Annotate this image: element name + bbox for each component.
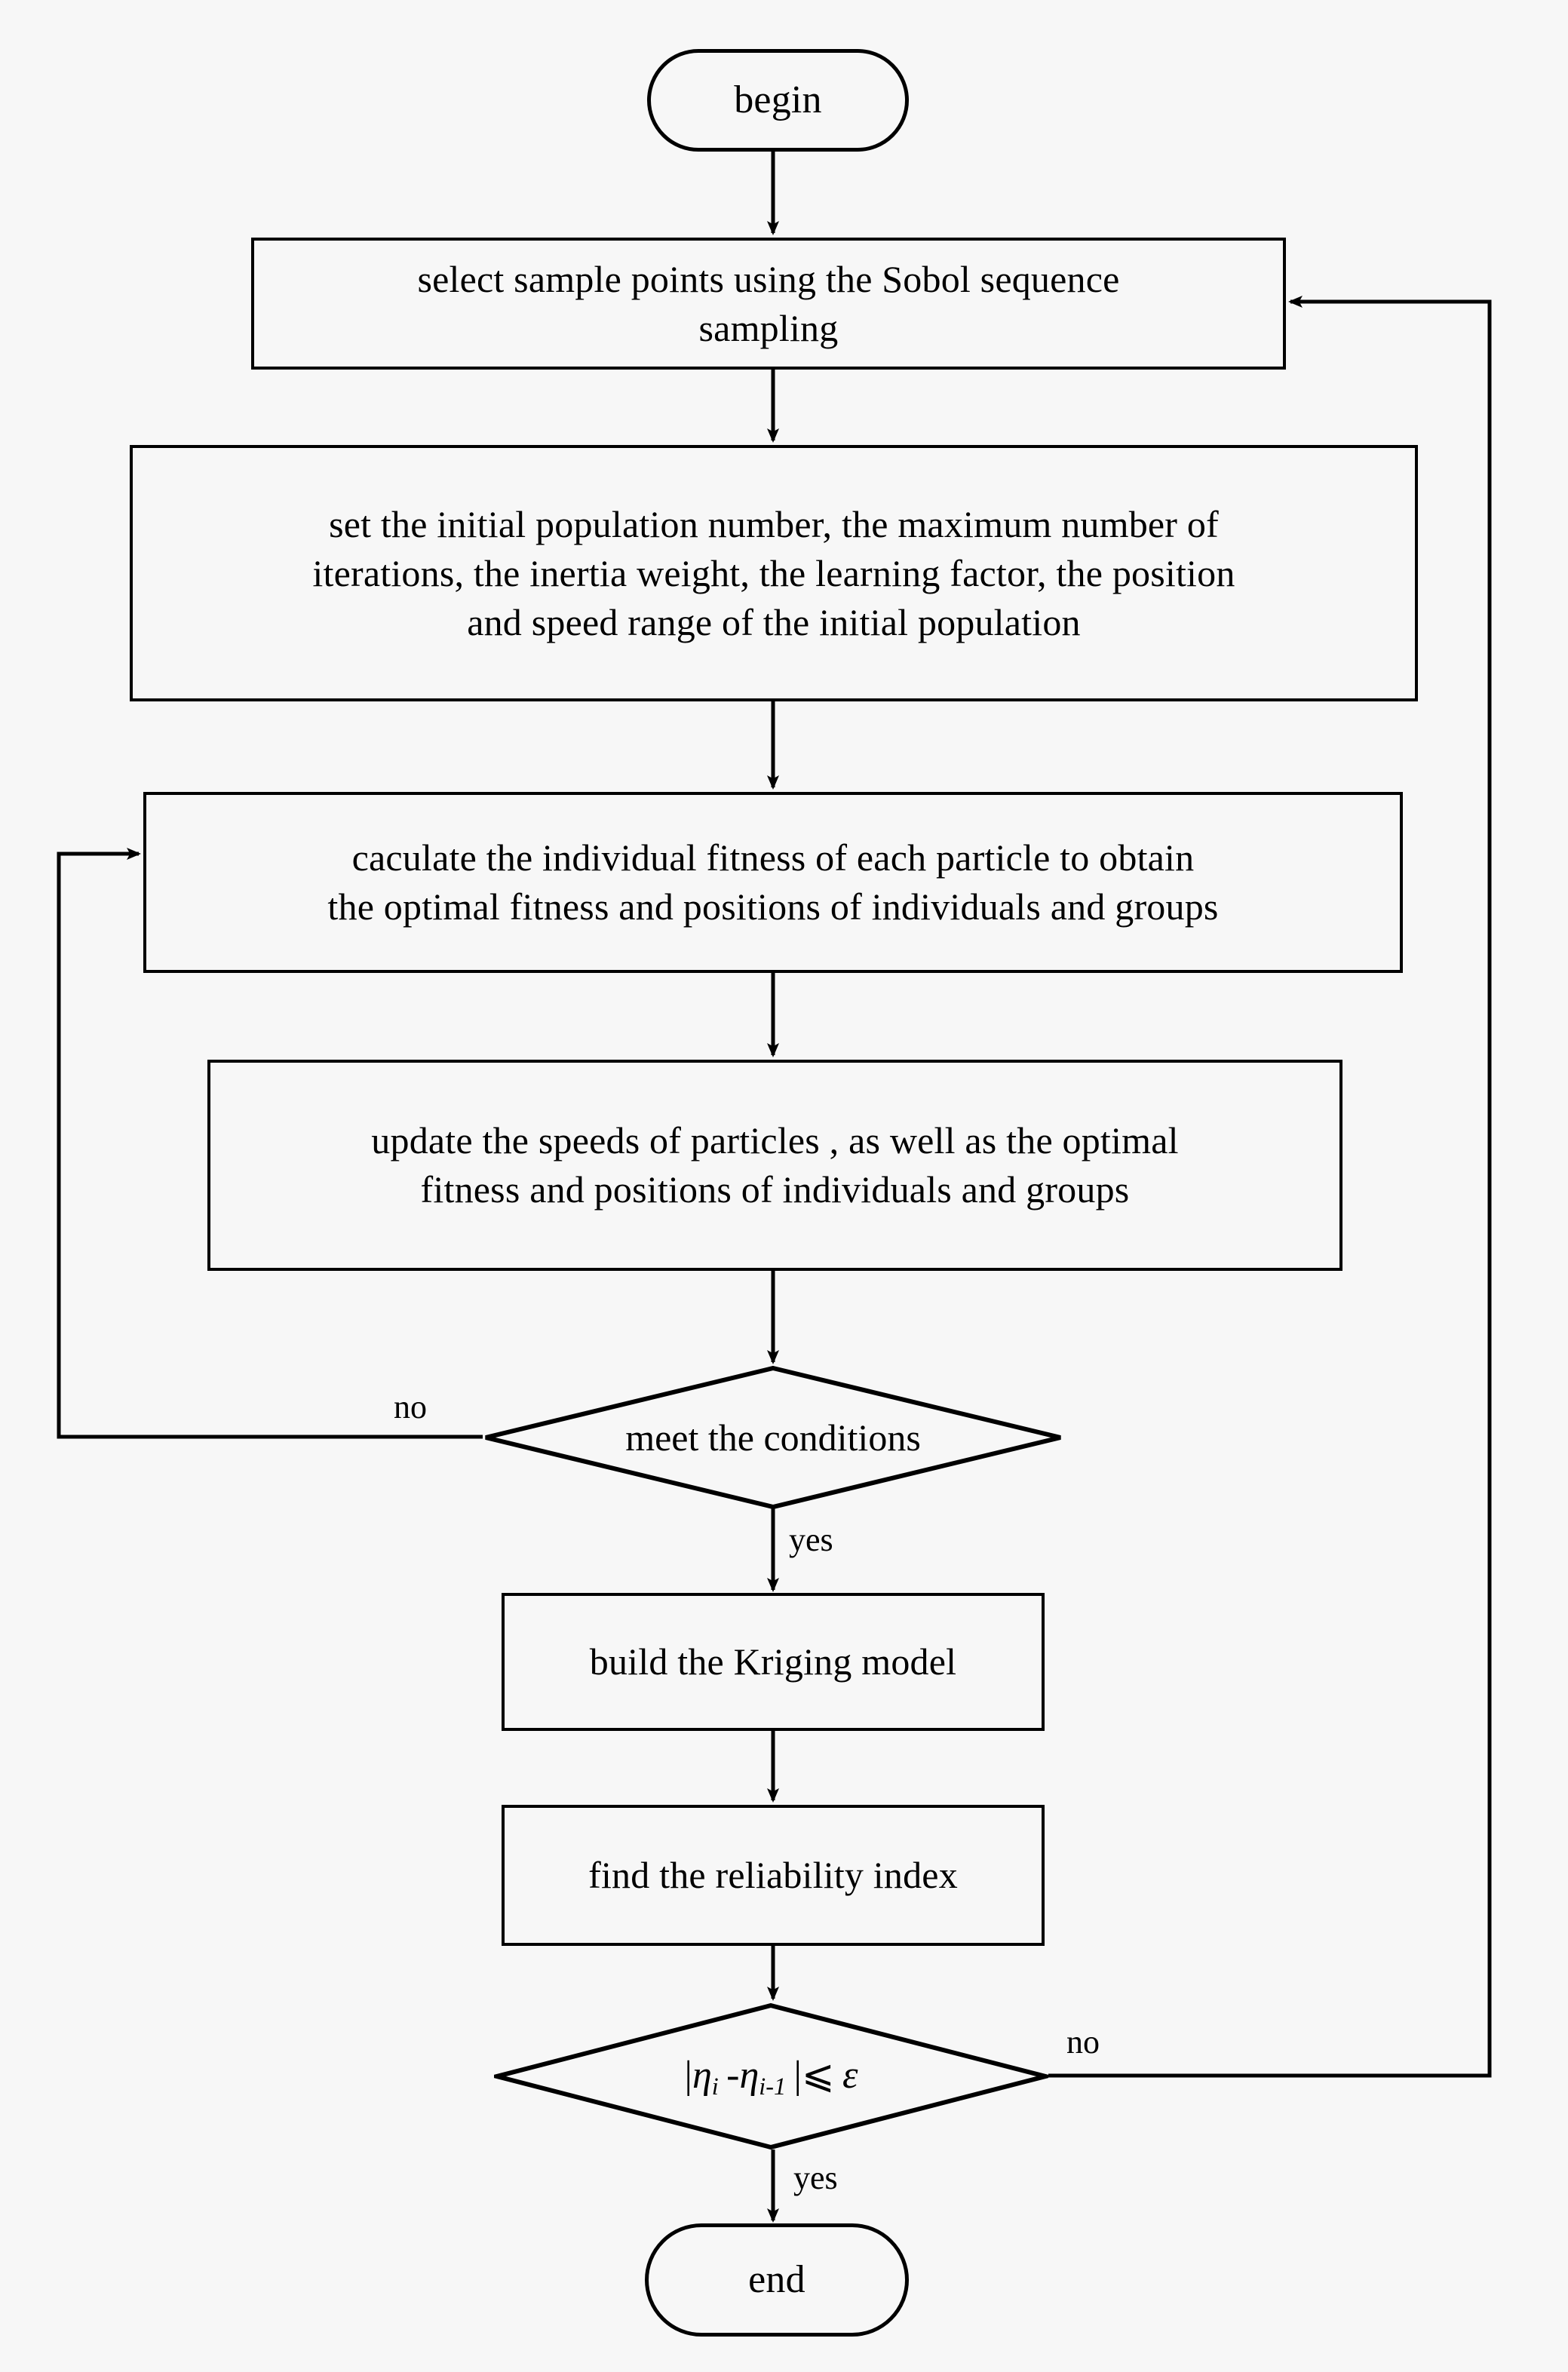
node-build-kriging-model[interactable]: build the Kriging model [502, 1593, 1045, 1731]
node-end[interactable]: end [645, 2223, 909, 2337]
edge-label-convergence-yes: yes [793, 2159, 838, 2196]
epsilon-symbol: ε [842, 2053, 858, 2097]
edge-label-meet-conditions-yes: yes [789, 1521, 833, 1558]
eta-subscript-i-minus-1: i-1 [759, 2073, 787, 2100]
node-update-speeds[interactable]: update the speeds of particles , as well… [207, 1060, 1342, 1271]
node-convergence-check-text: |ηi -ηi-1 |⩽ ε [494, 2002, 1048, 2150]
less-equal-sign: ⩽ [801, 2053, 835, 2097]
eta-symbol-i-minus-1: η [739, 2053, 759, 2097]
node-select-sample-points[interactable]: select sample points using the Sobol seq… [251, 238, 1286, 370]
node-end-label: end [748, 2258, 805, 2302]
edge-label-convergence-no: no [1066, 2024, 1100, 2061]
eta-subscript-i: i [711, 2073, 719, 2100]
node-set-initial-parameters[interactable]: set the initial population number, the m… [130, 445, 1418, 701]
convergence-formula: |ηi -ηi-1 |⩽ ε [685, 2052, 858, 2100]
abs-bar-open: | [684, 2053, 692, 2097]
node-set-initial-parameters-label: set the initial population number, the m… [312, 502, 1235, 643]
minus-sign: - [726, 2053, 740, 2097]
node-begin-label: begin [734, 78, 822, 122]
diamond-shape-meet-conditions [485, 1365, 1061, 1510]
edge-label-meet-conditions-no: no [394, 1389, 427, 1425]
diamond-shape-convergence-check [494, 2002, 1048, 2150]
eta-symbol-i: η [692, 2053, 712, 2097]
node-meet-conditions-text: meet the conditions [483, 1365, 1063, 1510]
node-begin[interactable]: begin [647, 49, 909, 152]
abs-bar-close: | [793, 2053, 802, 2097]
node-update-speeds-label: update the speeds of particles , as well… [371, 1119, 1179, 1211]
node-meet-conditions[interactable]: meet the conditions [483, 1365, 1063, 1510]
node-calculate-fitness-label: caculate the individual fitness of each … [327, 836, 1219, 928]
node-find-reliability-index[interactable]: find the reliability index [502, 1805, 1045, 1946]
node-find-reliability-index-label: find the reliability index [588, 1854, 958, 1896]
node-select-sample-points-label: select sample points using the Sobol seq… [417, 257, 1120, 349]
node-calculate-fitness[interactable]: caculate the individual fitness of each … [143, 792, 1403, 973]
node-convergence-check[interactable]: |ηi -ηi-1 |⩽ ε [494, 2002, 1048, 2150]
node-meet-conditions-label: meet the conditions [625, 1416, 921, 1459]
node-build-kriging-model-label: build the Kriging model [589, 1640, 957, 1683]
